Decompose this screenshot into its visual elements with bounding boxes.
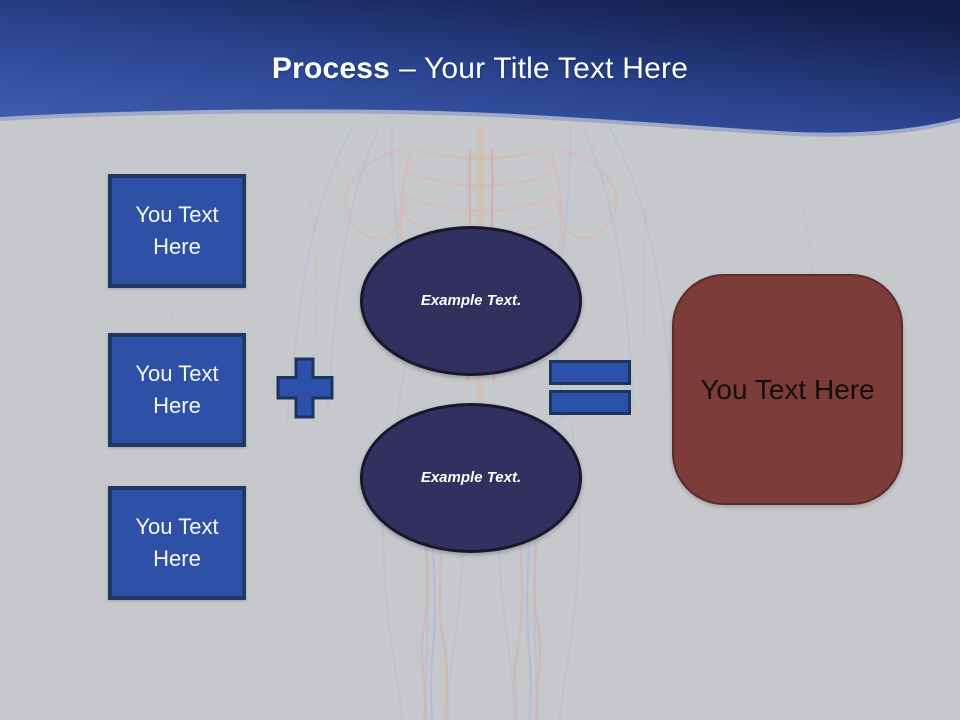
text-placeholder-box-1[interactable]: You Text Here [108,174,246,288]
equals-icon [549,360,631,415]
text-placeholder-box-3[interactable]: You Text Here [108,486,246,600]
example-circle-1[interactable]: Example Text. [360,226,582,376]
placeholder-label: You Text Here [135,361,219,418]
result-box-label: You Text Here [700,373,875,405]
example-circle-label: Example Text. [420,469,522,486]
example-circle-2[interactable]: Example Text. [360,403,582,553]
example-circle-label: Example Text. [420,292,522,309]
placeholder-label: You Text Here [135,202,219,259]
slide-title-bold: Process [271,52,391,85]
slide-title-regular: – Your Title Text Here [399,52,689,85]
placeholder-label: You Text Here [135,514,219,571]
slide-title[interactable]: Process– Your Title Text Here [0,52,960,86]
text-placeholder-box-2[interactable]: You Text Here [108,333,246,447]
result-box[interactable]: You Text Here [672,274,903,505]
plus-icon [276,357,334,419]
title-banner [0,0,960,137]
